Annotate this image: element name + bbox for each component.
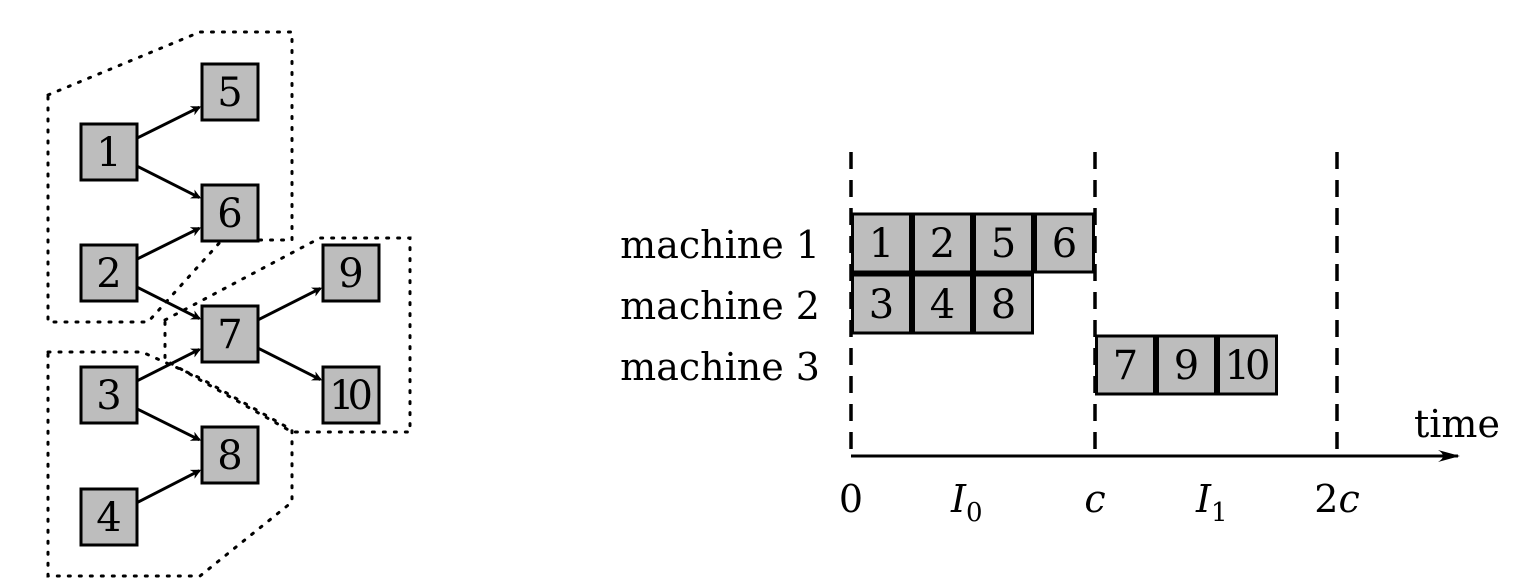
job-block-m1-2: 2 <box>912 212 973 274</box>
task-node-10: 10 <box>321 365 381 425</box>
graph-edges <box>137 105 323 504</box>
job-block-label: 6 <box>1052 221 1077 267</box>
job-block-box <box>973 273 1034 335</box>
machine-label-3: machine 3 <box>620 345 820 389</box>
task-node-label: 4 <box>96 495 121 541</box>
task-node-box <box>79 487 139 547</box>
tick-2c-number: 2 <box>1314 477 1338 521</box>
group-outline-bottom <box>46 350 294 578</box>
interval-0-var: I <box>950 477 967 521</box>
job-block-box <box>851 273 912 335</box>
group-outline-right <box>163 236 412 434</box>
tick-2c-variable: c <box>1338 477 1359 521</box>
task-node-box <box>79 122 139 182</box>
job-block-box <box>1095 334 1156 396</box>
interval-0-sub: 0 <box>966 498 983 528</box>
job-block-label: 10 <box>1225 343 1271 389</box>
job-block-m3-9: 9 <box>1156 334 1217 396</box>
group-outline-top <box>46 30 294 324</box>
task-node-label: 1 <box>96 130 121 176</box>
edge-1-to-5 <box>137 105 202 140</box>
edge-2-to-7 <box>137 286 202 320</box>
job-block-label: 4 <box>930 282 955 328</box>
edge-2-to-6 <box>137 226 202 261</box>
task-node-label: 7 <box>217 312 242 358</box>
task-node-box <box>200 62 260 122</box>
task-node-box <box>79 243 139 303</box>
job-block-m1-6: 6 <box>1034 212 1095 274</box>
task-node-7: 7 <box>200 304 260 364</box>
interval-label-0: I0 <box>950 477 983 528</box>
task-node-box <box>321 365 381 425</box>
job-block-box <box>1034 212 1095 274</box>
task-node-8: 8 <box>200 425 260 485</box>
task-node-label: 8 <box>217 433 242 479</box>
job-block-label: 5 <box>991 221 1016 267</box>
job-block-label: 1 <box>869 221 894 267</box>
task-node-3: 3 <box>79 365 139 425</box>
task-node-9: 9 <box>321 243 381 303</box>
job-block-box <box>973 212 1034 274</box>
task-node-label: 5 <box>217 70 242 116</box>
interval-1-var: I <box>1195 477 1212 521</box>
edge-3-to-7 <box>137 348 202 382</box>
edge-1-to-6 <box>137 165 202 199</box>
job-block-box <box>912 212 973 274</box>
task-node-box <box>200 425 260 485</box>
job-block-box <box>851 212 912 274</box>
task-node-label: 10 <box>329 373 373 419</box>
interval-label-1: I1 <box>1195 477 1228 528</box>
machine-label-2: machine 2 <box>620 284 820 328</box>
tick-c: c <box>1084 477 1105 521</box>
task-node-label: 3 <box>96 373 121 419</box>
precedence-graph: 1 2 3 4 5 6 7 8 9 10 <box>46 30 412 578</box>
edge-7-to-9 <box>258 287 323 321</box>
job-block-m3-7: 7 <box>1095 334 1156 396</box>
graph-nodes: 1 2 3 4 5 6 7 8 9 10 <box>79 62 381 547</box>
job-block-label: 3 <box>869 282 894 328</box>
job-block-box <box>1217 334 1278 396</box>
task-node-box <box>79 365 139 425</box>
job-block-label: 8 <box>991 282 1016 328</box>
edge-3-to-8 <box>137 407 202 442</box>
job-block-m2-8: 8 <box>973 273 1034 335</box>
machine-label-1: machine 1 <box>620 223 820 267</box>
task-node-2: 2 <box>79 243 139 303</box>
edge-4-to-8 <box>137 469 202 504</box>
task-node-label: 2 <box>96 251 121 297</box>
tick-zero: 0 <box>839 477 863 521</box>
time-axis-label: time <box>1414 402 1500 446</box>
job-block-label: 2 <box>930 221 955 267</box>
task-node-label: 6 <box>217 191 242 237</box>
task-node-box <box>200 183 260 243</box>
tick-2c: 2c <box>1314 477 1359 521</box>
job-block-label: 7 <box>1113 343 1138 389</box>
task-node-box <box>200 304 260 364</box>
job-block-box <box>1156 334 1217 396</box>
task-node-label: 9 <box>338 251 363 297</box>
job-block-m2-3: 3 <box>851 273 912 335</box>
job-block-box <box>912 273 973 335</box>
job-block-m1-5: 5 <box>973 212 1034 274</box>
job-block-m3-10: 10 <box>1217 334 1278 396</box>
job-block-m1-1: 1 <box>851 212 912 274</box>
task-node-4: 4 <box>79 487 139 547</box>
task-node-1: 1 <box>79 122 139 182</box>
task-node-5: 5 <box>200 62 260 122</box>
job-block-label: 9 <box>1174 343 1199 389</box>
task-node-box <box>321 243 381 303</box>
task-node-6: 6 <box>200 183 260 243</box>
job-block-m2-4: 4 <box>912 273 973 335</box>
interval-1-sub: 1 <box>1211 498 1228 528</box>
edge-7-to-10 <box>258 347 323 381</box>
